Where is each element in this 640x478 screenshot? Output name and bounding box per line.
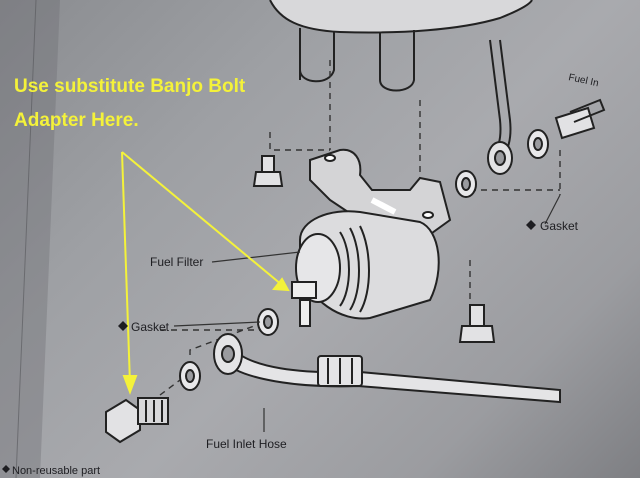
upper-housing <box>269 0 533 92</box>
annotation-line-1: Use substitute Banjo Bolt <box>14 76 246 97</box>
annotation-arrows <box>121 151 290 395</box>
fuel-inlet-hose <box>213 333 561 404</box>
label-leaders <box>173 194 561 432</box>
label-gasket-left: Gasket <box>131 320 170 334</box>
guide-lines <box>159 60 561 396</box>
fuel-line-top-right <box>487 39 513 175</box>
label-fuel-inlet-hose: Fuel Inlet Hose <box>206 437 287 451</box>
label-gasket-right: Gasket <box>540 219 579 233</box>
label-fuel-top-right: Fuel In <box>567 72 599 89</box>
bolt-lower-right <box>458 304 496 343</box>
label-non-reusable: Non-reusable part <box>12 465 100 477</box>
page-edge <box>15 0 37 478</box>
diamond-icon <box>118 321 128 331</box>
bolt-top-left <box>252 155 284 187</box>
diamond-icon <box>526 220 536 230</box>
diamond-icon <box>2 465 10 473</box>
annotation-line-2: Adapter Here. <box>14 110 139 131</box>
label-fuel-filter: Fuel Filter <box>150 255 203 269</box>
fuel-filter-body <box>291 210 440 327</box>
bolt-top-right <box>554 98 606 140</box>
banjo-bolt <box>105 397 169 444</box>
page-shadow <box>0 0 60 478</box>
